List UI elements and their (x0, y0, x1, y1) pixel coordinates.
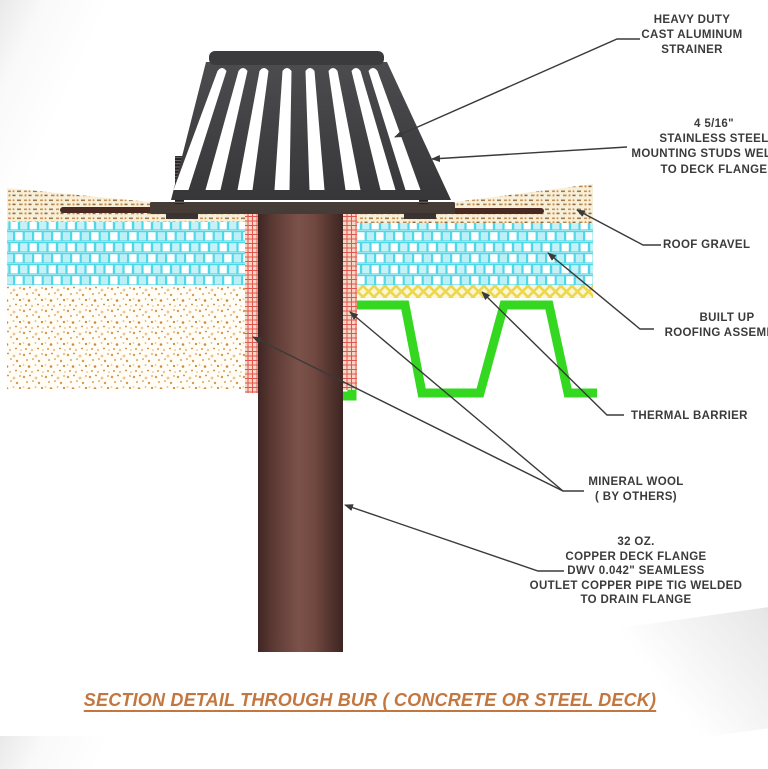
built-up-roofing-layer (357, 223, 593, 285)
label-thermal-barrier: THERMAL BARRIER (631, 409, 748, 424)
label-line: 4 5/16" (694, 118, 734, 130)
label-line: HEAVY DUTY (653, 14, 731, 26)
label-mounting-studs: 4 5/16" STAINLESS STEEL MOUNTING STUDS W… (631, 117, 768, 178)
left-roof-layers (7, 188, 245, 389)
leader-mineral-wool-right (349, 311, 564, 492)
leader-thermal-barrier (481, 291, 624, 416)
label-copper-flange: 32 OZ. COPPER DECK FLANGE DWV 0.042" SEA… (530, 535, 743, 608)
strainer-slots (173, 68, 421, 190)
section-detail-drawing (7, 38, 661, 652)
drawing-title: SECTION DETAIL THROUGH BUR ( CONCRETE OR… (83, 690, 657, 710)
label-line: OUTLET COPPER PIPE TIG WELDED (529, 579, 743, 592)
label-line: COPPER DECK FLANGE (565, 550, 707, 563)
label-line: STAINLESS STEEL (659, 133, 768, 146)
drawing-canvas: HEAVY DUTY CAST ALUMINUM STRAINER 4 5/16… (7, 13, 768, 769)
label-line: ROOF GRAVEL (663, 239, 751, 251)
leader-built-up-roofing (547, 252, 654, 330)
leader-lines (252, 38, 661, 572)
label-line: ROOFING ASSEMBLY (664, 327, 768, 340)
label-line: BUILT UP (699, 312, 755, 324)
concrete-deck (7, 285, 245, 389)
label-line: TO DRAIN FLANGE (580, 594, 692, 607)
deck-clamp (166, 213, 198, 219)
label-line: CAST ALUMINUM (641, 29, 743, 42)
leader-copper-flange (344, 504, 564, 572)
label-strainer: HEAVY DUTY CAST ALUMINUM STRAINER (641, 13, 742, 59)
copper-deck-flange (60, 207, 153, 213)
label-built-up-roofing: BUILT UP ROOFING ASSEMBLY (665, 311, 768, 341)
label-line: MINERAL WOOL (588, 476, 684, 488)
mineral-wool-packing (245, 210, 258, 393)
label-line: ( BY OTHERS) (595, 491, 677, 504)
mineral-wool-packing (343, 210, 357, 390)
label-line: DWV 0.042" SEAMLESS (567, 565, 705, 578)
label-line: 32 OZ. (617, 536, 655, 548)
copper-deck-flange (452, 208, 544, 214)
cast-aluminum-strainer (171, 51, 451, 200)
label-mineral-wool: MINERAL WOOL ( BY OTHERS) (588, 475, 683, 505)
label-line: THERMAL BARRIER (631, 410, 748, 422)
label-roof-gravel: ROOF GRAVEL (663, 238, 750, 253)
strainer-base-plate (150, 202, 455, 214)
copper-drain-pipe (258, 214, 343, 652)
label-line: STRAINER (661, 44, 723, 57)
deck-clamp (404, 213, 436, 219)
label-line: MOUNTING STUDS WELDED (631, 148, 768, 161)
thermal-barrier-layer (357, 285, 593, 298)
steel-deck-profile (340, 300, 597, 401)
leader-mounting-studs (431, 146, 628, 163)
leader-roof-gravel (576, 209, 661, 246)
right-roof-layers (340, 184, 597, 401)
built-up-roofing-layer (7, 222, 245, 285)
leader-strainer (394, 38, 640, 138)
label-line: TO DECK FLANGE (660, 163, 768, 176)
